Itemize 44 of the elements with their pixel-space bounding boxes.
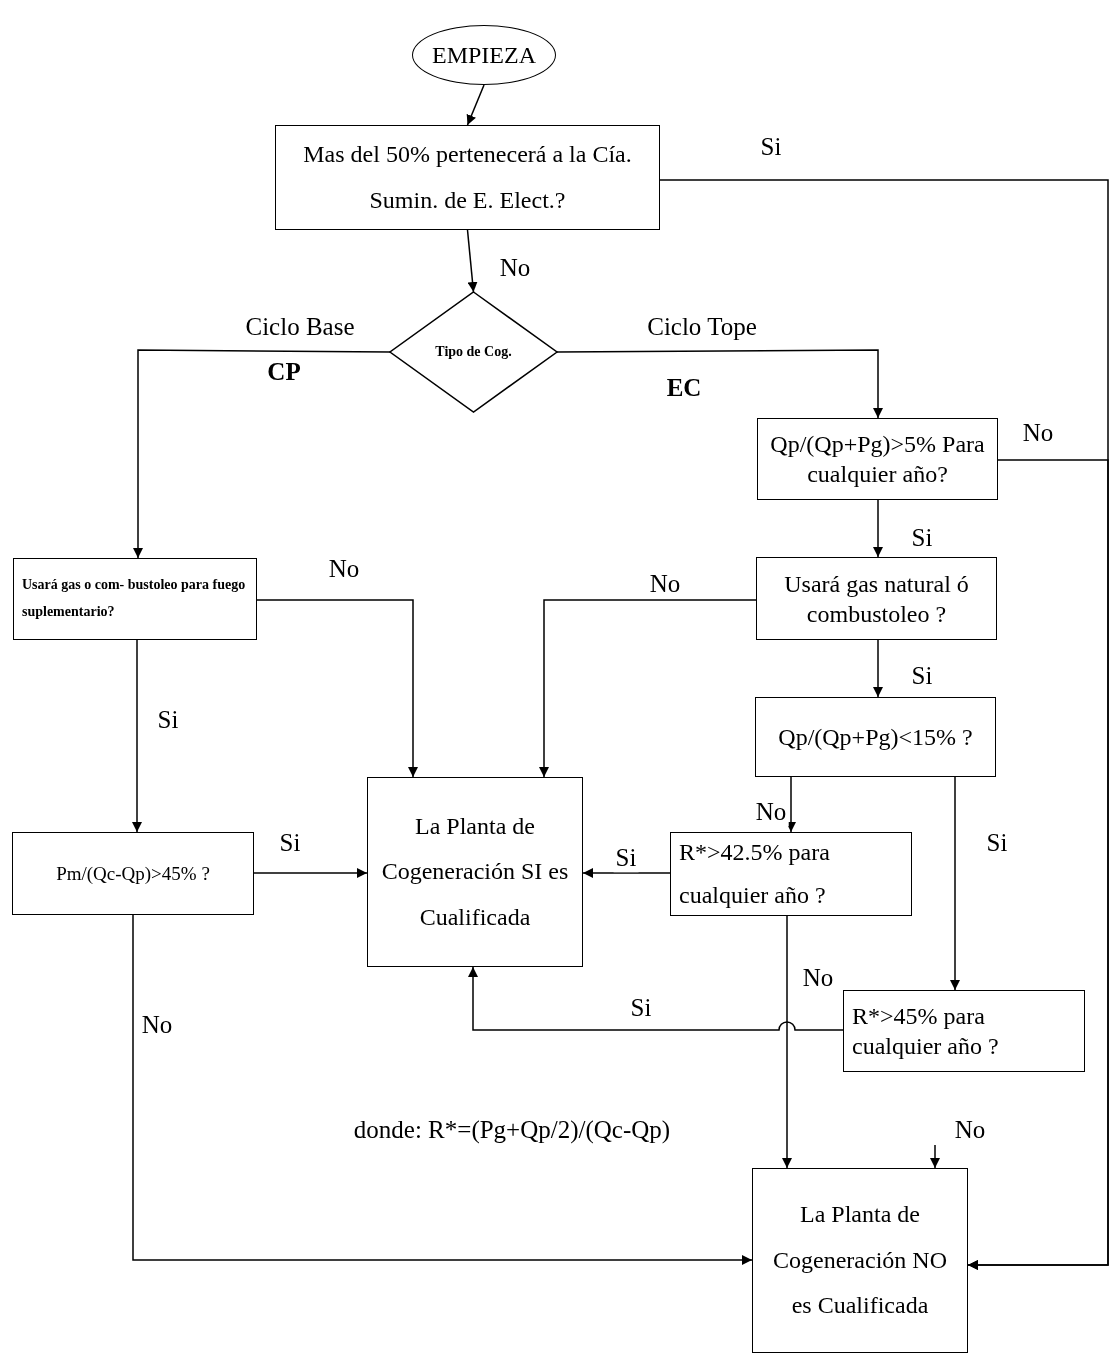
arrow	[256, 599, 418, 778]
process-box	[12, 832, 254, 915]
node-text: Mas del 50% pertenecerá a la Cía. Sumin. de E. Elect.?	[302, 139, 633, 215]
arrow	[782, 915, 792, 1169]
arrow	[873, 639, 883, 698]
arrow	[556, 349, 883, 419]
node-text: Tipo de Cog.	[435, 343, 512, 361]
process-box	[752, 1168, 968, 1353]
arrow	[873, 499, 883, 558]
arrow	[539, 599, 757, 778]
node-text: Pm/(Qc-Qp)>45% ?	[56, 861, 210, 886]
branch-code: CP	[267, 358, 301, 386]
node-text: La Planta de Cogeneración SI es Cualificada	[380, 811, 570, 932]
arrow	[950, 776, 960, 991]
process-box	[843, 990, 1085, 1072]
process-box	[13, 558, 257, 640]
formula-note: donde: R*=(Pg+Qp/2)/(Qc-Qp)	[353, 1116, 671, 1144]
node-text: Usará gas natural ó combustoleo ?	[783, 569, 970, 629]
arrow	[466, 84, 485, 126]
node-text: R*>42.5% para cualquier año ?	[679, 837, 831, 910]
node-text: R*>45% para cualquier año ?	[852, 1002, 1000, 1061]
node-text: Qp/(Qp+Pg)<15% ?	[778, 722, 973, 752]
process-box	[756, 557, 997, 640]
arrow	[132, 914, 753, 1265]
arrow	[253, 868, 368, 878]
arrow	[133, 349, 391, 559]
arrow	[468, 966, 844, 1031]
process-box	[670, 832, 912, 916]
arrow	[967, 459, 1109, 1270]
node-text: La Planta de Cogeneración NO es Cualificada	[772, 1200, 948, 1321]
decision-diamond	[390, 292, 557, 412]
arrow	[786, 776, 796, 833]
arrow	[466, 229, 478, 293]
process-box	[275, 125, 660, 230]
arrow	[582, 868, 671, 878]
branch-code: EC	[666, 374, 702, 402]
node-text: Usará gas o com- bustoleo para fuego suplementario?	[22, 576, 247, 621]
arrow	[132, 639, 142, 833]
process-box	[755, 697, 996, 777]
arrow	[930, 1144, 940, 1169]
process-box	[757, 418, 998, 500]
node-text: Qp/(Qp+Pg)>5% Para cualquier año?	[769, 430, 986, 489]
node-text: EMPIEZA	[432, 41, 536, 70]
process-box	[367, 777, 583, 967]
